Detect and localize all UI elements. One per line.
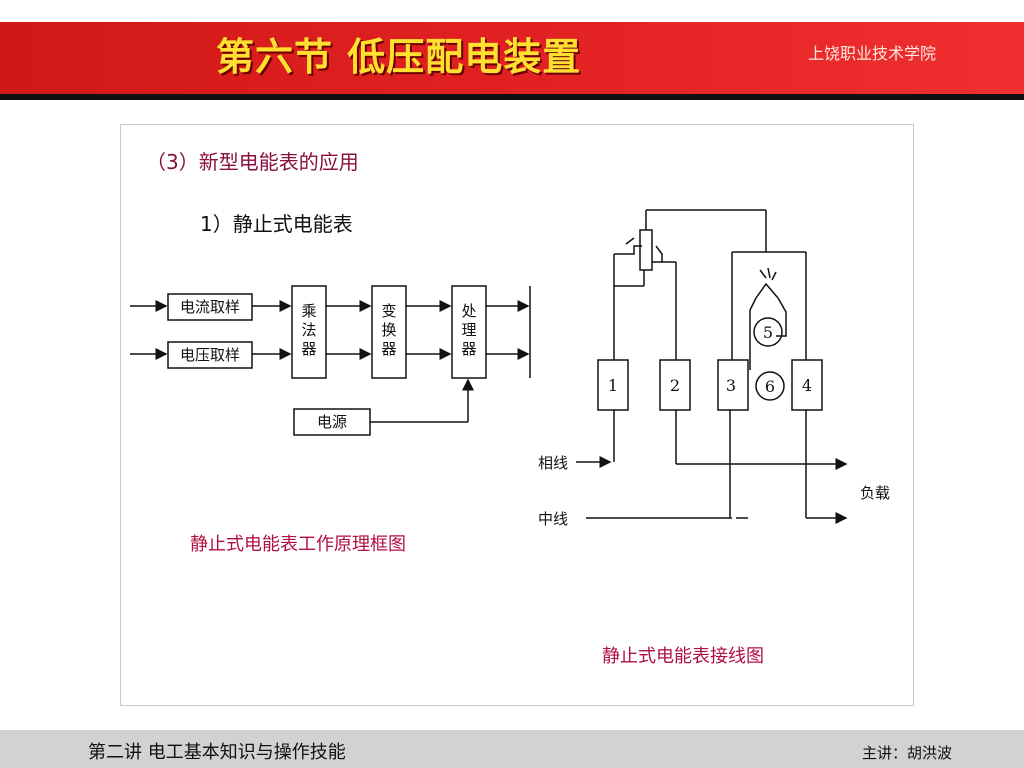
multiplier-label-2: 法 bbox=[301, 321, 316, 339]
load-label: 负载 bbox=[860, 484, 890, 502]
circle-6-label: 6 bbox=[765, 377, 775, 396]
sub-title: 1）静止式电能表 bbox=[200, 212, 353, 236]
phase-line-label: 相线 bbox=[538, 454, 568, 472]
circle-5-label: 5 bbox=[763, 323, 773, 342]
terminal-4-label: 4 bbox=[802, 376, 812, 395]
multiplier-label-1: 乘 bbox=[301, 302, 316, 320]
block-diagram-caption: 静止式电能表工作原理框图 bbox=[190, 534, 406, 555]
terminal-2-label: 2 bbox=[670, 376, 680, 395]
wiring-diagram: 1 2 3 4 5 6 相线 中线 负载 bbox=[538, 209, 890, 528]
page-title: 第六节 低压配电装置 bbox=[216, 35, 582, 79]
converter-label-3: 器 bbox=[381, 340, 396, 358]
terminal-3-label: 3 bbox=[726, 376, 736, 395]
processor-label-1: 处 bbox=[461, 302, 476, 320]
voltage-sampling-label: 电压取样 bbox=[180, 346, 240, 364]
school-name: 上饶职业技术学院 bbox=[808, 44, 937, 63]
processor-label-3: 器 bbox=[461, 340, 476, 358]
neutral-line-label: 中线 bbox=[538, 510, 568, 528]
content-panel bbox=[120, 124, 914, 706]
header-bar bbox=[0, 22, 1024, 94]
block-diagram: 电流取样 电压取样 乘 法 器 变 换 器 处 理 器 电源 bbox=[130, 285, 531, 436]
wiring-diagram-caption: 静止式电能表接线图 bbox=[602, 646, 764, 667]
multiplier-label-3: 器 bbox=[301, 340, 316, 358]
section-title: （3）新型电能表的应用 bbox=[146, 150, 359, 174]
converter-label-1: 变 bbox=[381, 302, 396, 320]
processor-label-2: 理 bbox=[461, 321, 476, 339]
lecturer-name: 主讲：胡洪波 bbox=[862, 744, 953, 762]
converter-label-2: 换 bbox=[381, 321, 396, 339]
course-title: 第二讲 电工基本知识与操作技能 bbox=[88, 742, 346, 763]
current-sampling-label: 电流取样 bbox=[180, 298, 240, 316]
power-supply-label: 电源 bbox=[317, 413, 347, 431]
header-divider bbox=[0, 94, 1024, 100]
terminal-1-label: 1 bbox=[608, 376, 618, 395]
footer-bar bbox=[0, 730, 1024, 768]
